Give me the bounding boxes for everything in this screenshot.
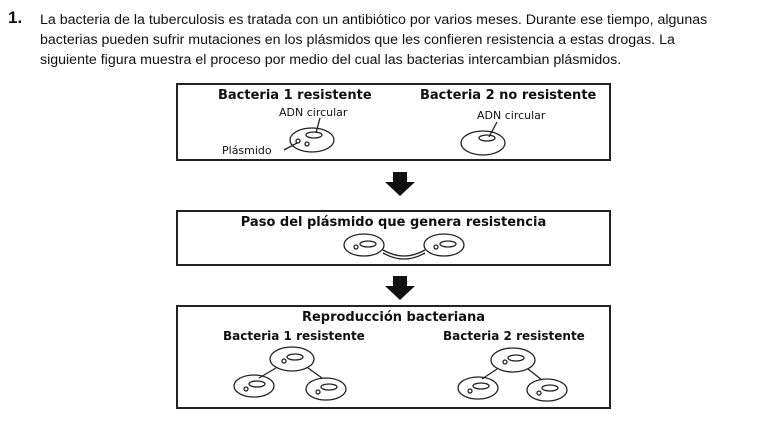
plasmid-transfer-box: Paso del plásmido que genera resistencia: [176, 210, 611, 266]
bacteria-1-cell: [283, 117, 335, 153]
question-line: siguiente figura muestra el proceso por …: [40, 52, 622, 68]
down-arrow-icon: [385, 276, 415, 300]
reproduction-box: Reproducción bacteriana Bacteria 1 resis…: [176, 305, 611, 409]
plasmid-label: Plásmido: [222, 144, 272, 157]
initial-state-box: Bacteria 1 resistente Bacteria 2 no resi…: [176, 83, 611, 161]
down-arrow-icon: [385, 172, 415, 196]
conjugation-cells: [343, 233, 465, 260]
question-line: bacterias pueden sufrir mutaciones en lo…: [40, 32, 675, 48]
bacteria-2-cell: [460, 121, 506, 156]
bacteria-1-title: Bacteria 1 resistente: [218, 88, 372, 103]
reproduction-title: Reproducción bacteriana: [301, 310, 486, 325]
adn-label-1: ADN circular: [279, 106, 348, 119]
reproduction-tree-2: [457, 347, 568, 402]
question-number: 1.: [8, 8, 23, 27]
question-text: La bacteria de la tuberculosis es tratad…: [40, 10, 760, 70]
adn-label-2: ADN circular: [477, 109, 546, 122]
bacteria-2-resistant-title: Bacteria 2 resistente: [443, 329, 585, 343]
question-line: La bacteria de la tuberculosis es tratad…: [40, 12, 708, 28]
bacteria-1-resistant-title: Bacteria 1 resistente: [223, 329, 365, 343]
transfer-title: Paso del plásmido que genera resistencia: [240, 215, 547, 230]
reproduction-tree-1: [233, 346, 347, 401]
bacteria-2-title: Bacteria 2 no resistente: [420, 88, 597, 103]
